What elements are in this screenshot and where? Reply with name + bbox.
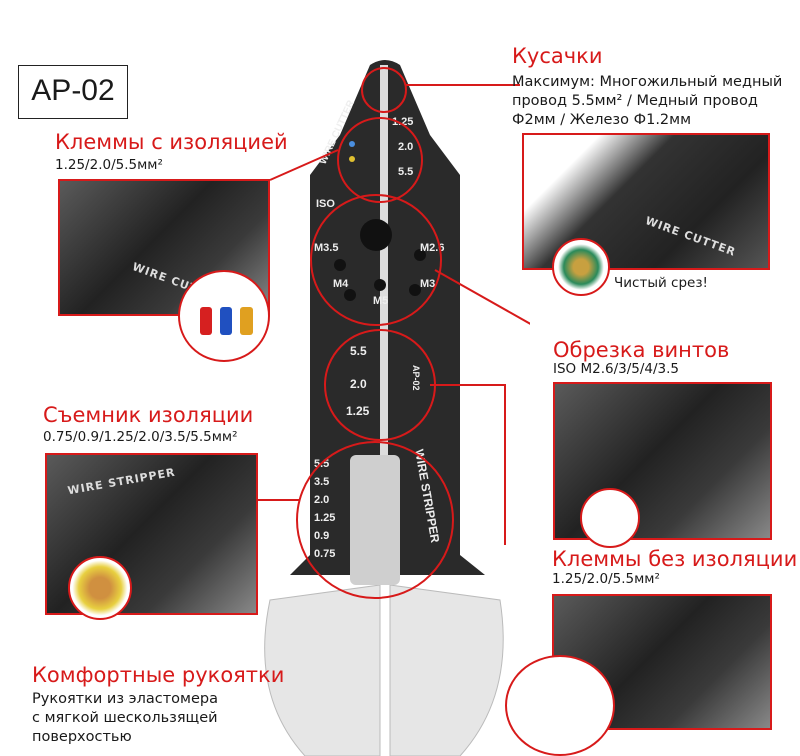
grips-title: Комфортные рукоятки	[32, 663, 285, 687]
insulated-terminals-inset	[178, 270, 270, 362]
text-line: Максимум: Многожильный медный	[512, 74, 783, 90]
tool-text: M5	[373, 295, 388, 307]
photo-label: WIRE CUTTER	[643, 214, 738, 259]
stripper-title: Съемник изоляции	[43, 403, 254, 427]
tool-text: 5.5	[398, 166, 413, 178]
tool-text: 2.0	[314, 494, 329, 506]
highlight-crimp	[337, 117, 423, 203]
stripper-blade	[350, 455, 400, 585]
tool-text: M3	[420, 278, 435, 290]
tool-text: 2.0	[350, 377, 367, 391]
insulated-title: Клеммы с изоляцией	[55, 130, 288, 154]
text-line: с мягкой шескользящей	[32, 710, 218, 726]
bolt-inset	[580, 488, 640, 548]
cutter-note: Чистый срез!	[614, 275, 708, 291]
tool-text: 1.25	[392, 116, 413, 128]
cutter-inset-photo	[552, 238, 610, 296]
leader-crimp2	[430, 384, 506, 545]
grips-description: Рукоятки из эластомера с мягкой шескольз…	[32, 690, 218, 747]
tool-handle-right	[389, 584, 504, 756]
noninsulated-terminals-inset	[505, 655, 615, 756]
tool-text: 5.5	[350, 344, 367, 358]
model-badge: AP-02	[18, 65, 128, 119]
noninsulated-subtitle: 1.25/2.0/5.5мм²	[552, 571, 660, 587]
tool-text: M3.5	[314, 242, 338, 254]
tool-text: 1.25	[314, 512, 335, 524]
tool-text: ISO	[316, 198, 335, 210]
noninsulated-title: Клеммы без изоляции	[552, 547, 798, 571]
bolt-title: Обрезка винтов	[553, 338, 730, 362]
tool-text: M4	[333, 278, 349, 290]
crimping-tool-image: WIRE CUTTER 1.25 2.0 5.5 ISO M3.5 M2.6 M…	[230, 60, 530, 756]
tool-jaw-gap	[380, 65, 388, 575]
leader-bolt	[434, 269, 530, 325]
cutter-title: Кусачки	[512, 44, 603, 68]
tool-text: AP-02	[411, 365, 421, 391]
photo-label: WIRE STRIPPER	[66, 465, 177, 498]
tool-text: 3.5	[314, 476, 329, 488]
text-line: Ф2мм / Железо Ф1.2мм	[512, 112, 692, 128]
stripper-inset	[68, 556, 132, 620]
text-line: Рукоятки из эластомера	[32, 691, 219, 707]
highlight-bolt	[310, 194, 442, 326]
highlight-cutter	[361, 67, 407, 113]
text-line: поверхостью	[32, 729, 132, 745]
stripper-subtitle: 0.75/0.9/1.25/2.0/3.5/5.5мм²	[43, 429, 238, 445]
tool-text: 2.0	[398, 141, 413, 153]
highlight-stripper	[296, 441, 454, 599]
tool-text: M2.6	[420, 242, 444, 254]
bolt-subtitle: ISO M2.6/3/5/4/3.5	[553, 361, 680, 377]
tool-text: 1.25	[346, 404, 370, 418]
insulated-subtitle: 1.25/2.0/5.5мм²	[55, 157, 163, 173]
tool-text: 0.75	[314, 548, 335, 560]
cutter-description: Максимум: Многожильный медный провод 5.5…	[512, 73, 782, 130]
text-line: провод 5.5мм² / Медный провод	[512, 93, 758, 109]
leader-insulated	[269, 149, 339, 181]
tool-text: 0.9	[314, 530, 329, 542]
